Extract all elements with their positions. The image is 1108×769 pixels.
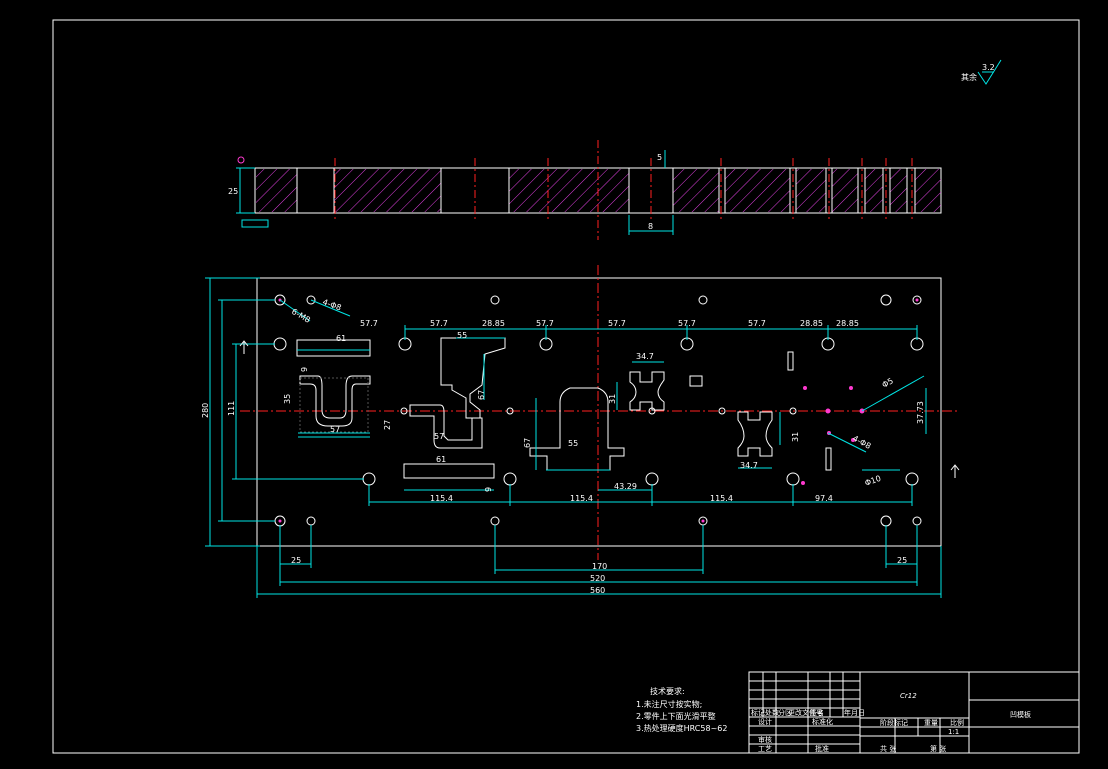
dim-top-4: 57.7: [536, 319, 554, 328]
dimension-texts: 57.7 57.7 28.85 57.7 57.7 57.7 57.7 28.8…: [201, 297, 925, 595]
dim-25-left: 25: [291, 556, 301, 565]
dim-top-7: 57.7: [748, 319, 766, 328]
tb-header-4: 更改文件号: [788, 708, 823, 717]
dim-43-29: 43.29: [614, 482, 637, 491]
dim-top-9: 28.85: [836, 319, 859, 328]
dim-61-top: 61: [336, 334, 346, 343]
hatch-region: [725, 169, 790, 212]
hatch-region: [673, 169, 719, 212]
plan-view: 57.7 57.7 28.85 57.7 57.7 57.7 57.7 28.8…: [201, 265, 960, 598]
tb-standard: 标准化: [812, 717, 833, 726]
dim-27: 27: [383, 420, 392, 430]
dim-4-phi8-b: 4-Φ8: [851, 434, 872, 451]
tb-stage: 阶段标记: [880, 718, 908, 727]
dim-55-a: 55: [457, 331, 467, 340]
dim-560: 560: [590, 586, 605, 595]
dim-55-b: 55: [568, 439, 578, 448]
tb-check: 审核: [758, 735, 772, 744]
part-name: 凹模板: [1010, 710, 1031, 719]
dim-115-4-c: 115.4: [710, 494, 733, 503]
dim-520: 520: [590, 574, 605, 583]
tech-req-item-1: 1.未注尺寸按实物;: [636, 699, 702, 709]
tb-approve: 批准: [815, 744, 829, 753]
plate-outline: [256, 277, 942, 547]
tb-header-3: 分区: [778, 708, 792, 717]
dim-170: 170: [592, 562, 607, 571]
dim-61-bottom: 61: [436, 455, 446, 464]
dim-115-4-b: 115.4: [570, 494, 593, 503]
datum-icon: [237, 156, 245, 164]
dim-37-73: 37.73: [916, 401, 925, 424]
dim-31-a: 31: [608, 394, 617, 404]
dim-67-a: 67: [477, 390, 486, 400]
dimension-lines: [205, 277, 942, 598]
tb-header-1: 标记: [751, 708, 765, 717]
hatch-region: [890, 169, 907, 212]
dim-top-8: 28.85: [800, 319, 823, 328]
hatch-region: [915, 169, 941, 212]
dim-34-7-a: 34.7: [636, 352, 654, 361]
dim-section-bottom: 8: [648, 222, 653, 231]
tb-ratio: 比例: [950, 718, 964, 727]
roughness-label: 其余: [961, 72, 977, 82]
roughness-symbol-icon: [977, 59, 1002, 85]
tb-header-6: 年月日: [844, 708, 865, 717]
dim-section-thickness: 25: [228, 187, 238, 196]
dim-97-4: 97.4: [815, 494, 833, 503]
roughness-note: 其余 3.2: [961, 59, 1002, 85]
dim-phi5: Φ5: [881, 376, 895, 389]
dim-25-right: 25: [897, 556, 907, 565]
hatch-region: [865, 169, 883, 212]
dim-9-b: 9: [484, 487, 493, 492]
tb-scale: 1:1: [948, 728, 959, 736]
tb-sheet-no: 第 张: [930, 744, 946, 753]
dim-section-slot: 5: [657, 153, 662, 162]
material: Cr12: [900, 692, 917, 700]
tb-design: 设计: [758, 717, 772, 726]
section-view: 25 5 8: [228, 140, 942, 240]
dim-35: 35: [283, 394, 292, 404]
dim-6-m8: 6-M8: [290, 307, 312, 325]
hatch-region: [832, 169, 858, 212]
dim-top-3: 28.85: [482, 319, 505, 328]
dim-4-phi8-a: 4-Φ8: [321, 297, 342, 312]
dim-top-1: 57.7: [360, 319, 378, 328]
dim-280: 280: [201, 403, 210, 418]
tb-sheet: 共 张: [880, 744, 896, 753]
hatch-region: [334, 169, 441, 212]
dim-67-b: 67: [523, 438, 532, 448]
tech-req-item-3: 3.热处理硬度HRC58~62: [636, 723, 727, 733]
tech-requirements: 技术要求: 1.未注尺寸按实物; 2.零件上下面光滑平整 3.热处理硬度HRC5…: [636, 686, 727, 733]
dim-57-b: 57: [434, 432, 444, 441]
roughness-value: 3.2: [982, 63, 995, 72]
dim-31-b: 31: [791, 432, 800, 442]
tech-req-item-2: 2.零件上下面光滑平整: [636, 711, 716, 721]
dim-111: 111: [227, 401, 236, 416]
title-block: [748, 671, 1080, 754]
hatch-region: [509, 169, 629, 212]
dim-34-7-b: 34.7: [740, 461, 758, 470]
dim-top-5: 57.7: [608, 319, 626, 328]
drawing-frame: [52, 19, 1080, 754]
dim-9-a: 9: [300, 367, 309, 372]
dim-57-a: 57: [330, 425, 340, 434]
hatch-region: [256, 169, 297, 212]
tb-weight: 重量: [924, 719, 938, 727]
dim-phi10: Φ10: [864, 474, 883, 488]
dim-top-2: 57.7: [430, 319, 448, 328]
dim-top-6: 57.7: [678, 319, 696, 328]
hatch-region: [796, 169, 826, 212]
tb-header-5: 签名: [810, 708, 824, 717]
dim-115-4-a: 115.4: [430, 494, 453, 503]
tech-req-title: 技术要求:: [650, 686, 685, 696]
die-cavities: [296, 337, 832, 479]
tb-process: 工艺: [758, 745, 772, 753]
tb-header-2: 处数: [765, 708, 779, 717]
